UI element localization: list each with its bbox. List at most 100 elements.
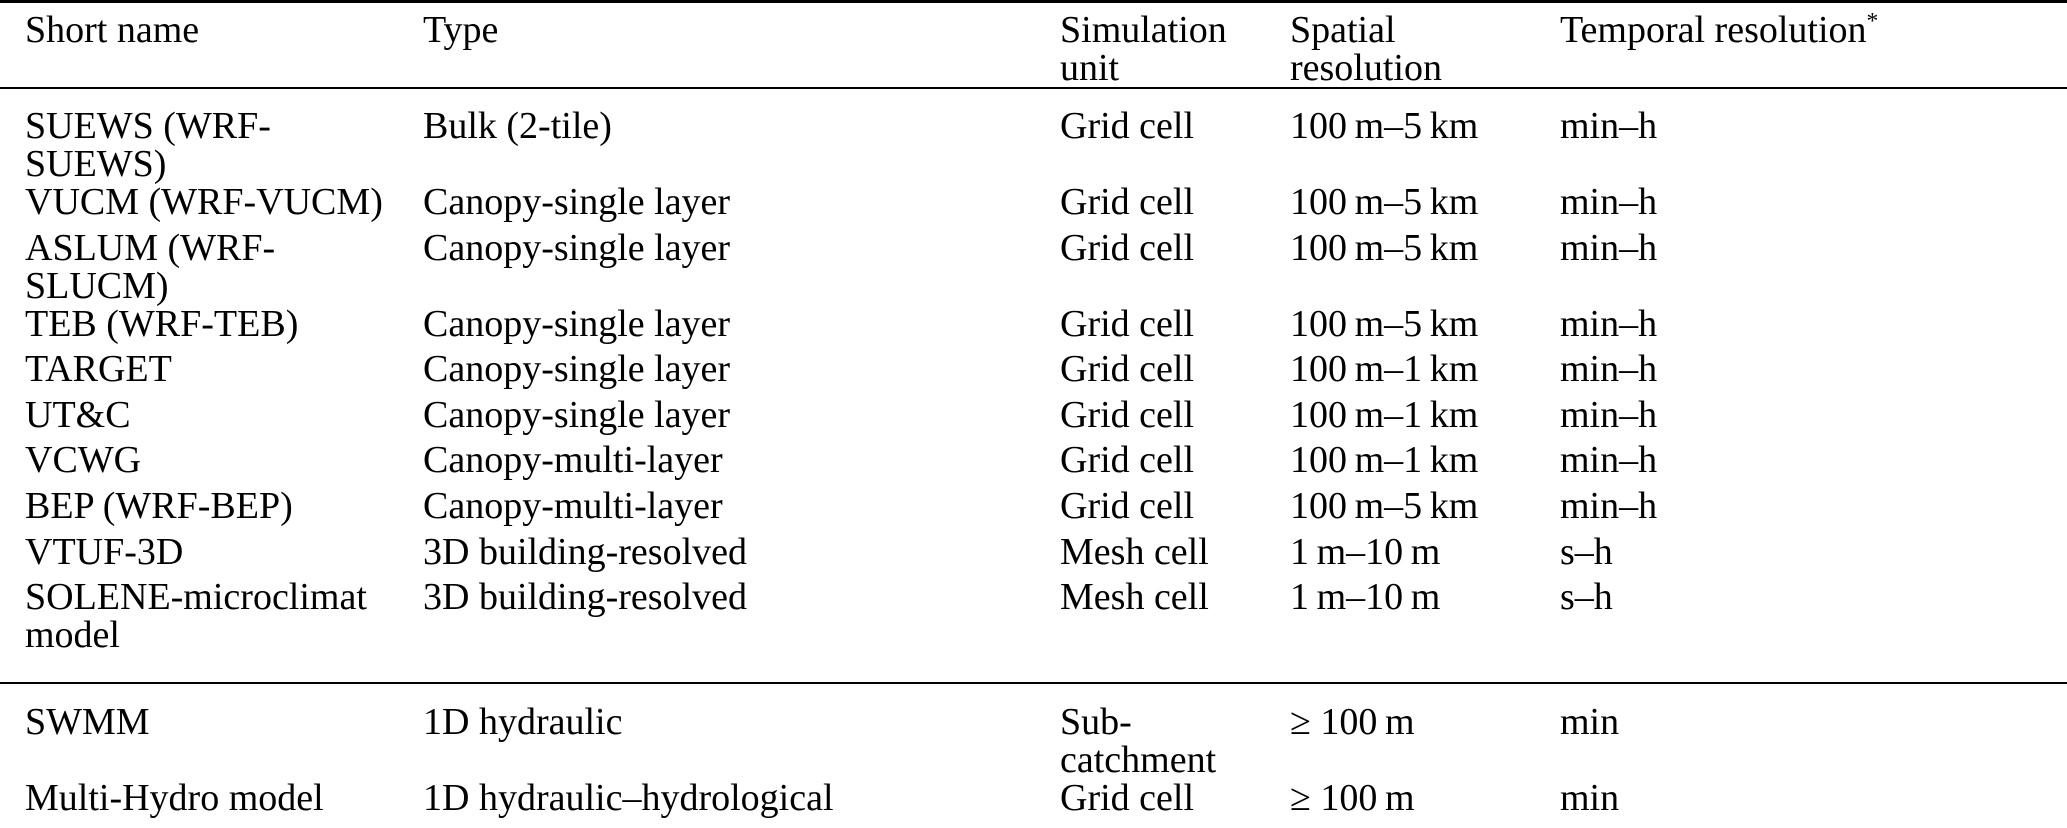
column-header-temporal-resolution-label: Temporal resolution [1560, 9, 1867, 51]
cell-simulation_unit: Grid cell [1035, 441, 1265, 487]
cell-type: Canopy-single layer [398, 305, 1035, 351]
cell-temporal_resolution-text: min–h [1560, 484, 1658, 527]
cell-short_name-text: BEP (WRF-BEP) [25, 484, 293, 527]
cell-type: Bulk (2-tile) [398, 107, 1035, 183]
cell-spatial_resolution: 100 m–5 km [1265, 229, 1535, 305]
cell-temporal_resolution: min–h [1535, 396, 2067, 442]
cell-spatial_resolution: 100 m–1 km [1265, 350, 1535, 396]
cell-temporal_resolution-text: min–h [1560, 348, 1658, 391]
cell-type-text: Canopy-multi-layer [423, 439, 723, 482]
cell-temporal_resolution-text: min–h [1560, 226, 1658, 269]
cell-temporal_resolution: min [1535, 779, 2067, 825]
cell-spatial_resolution: 100 m–5 km [1265, 487, 1535, 533]
cell-spatial_resolution-text: ≥ 100 m [1290, 701, 1415, 744]
cell-short_name-text: VUCM (WRF-VUCM) [25, 181, 383, 223]
cell-type-text: Canopy-single layer [423, 393, 731, 436]
cell-spatial_resolution-text: 100 m–1 km [1290, 439, 1479, 482]
cell-temporal_resolution: s–h [1535, 533, 2067, 579]
cell-type-text: Canopy-single layer [423, 226, 731, 269]
cell-type-text: Canopy-single layer [423, 181, 731, 223]
cell-temporal_resolution: min–h [1535, 107, 2067, 183]
cell-short_name-text: URBS [0, 825, 398, 828]
cell-spatial_resolution-text: 10 m–1 km [1265, 825, 1535, 828]
table-row: Multi-Hydro model 1D hydraulic–hydrologic… [0, 779, 2067, 825]
cell-spatial_resolution-text: 1 m–10 m [1290, 530, 1441, 573]
cell-short_name-text: VTUF-3D [25, 530, 184, 573]
cell-spatial_resolution-text: 100 m–5 km [1290, 302, 1479, 345]
cell-spatial_resolution-text: 100 m–5 km [1290, 484, 1479, 527]
table-row: SUEWS (WRF-SUEWS) Bulk (2-tile) Grid cell 1… [0, 107, 2067, 183]
column-header-type: Type [398, 9, 1035, 88]
cell-simulation_unit: Sub-catchment [1035, 703, 1265, 779]
cell-simulation_unit: Grid cell [1035, 487, 1265, 533]
cell-short_name: UT&C [0, 396, 398, 442]
cell-spatial_resolution: ≥ 100 m [1265, 779, 1535, 825]
cell-type: 1D hydraulic [398, 703, 1035, 779]
cell-temporal_resolution: min [1535, 825, 2067, 828]
cell-simulation_unit-text: Grid cell [1060, 777, 1195, 820]
cell-short_name: VCWG [0, 441, 398, 487]
cell-simulation_unit-text: Grid cell [1060, 393, 1195, 436]
cell-type: 1D hydraulic–hydrological [398, 825, 1035, 828]
cell-short_name: TARGET [0, 350, 398, 396]
cell-simulation_unit: Grid cell [1035, 183, 1265, 229]
cell-simulation_unit-text: Sub-catchment [1060, 701, 1217, 782]
cell-short_name: VTUF-3D [0, 533, 398, 579]
cell-type: Canopy-single layer [398, 183, 1035, 229]
cell-spatial_resolution: 1 m–10 m [1265, 578, 1535, 654]
cell-simulation_unit-text: Mesh cell [1060, 576, 1209, 619]
cell-type: Canopy-multi-layer [398, 487, 1035, 533]
cell-simulation_unit: Grid cell [1035, 107, 1265, 183]
cell-type-text: 1D hydraulic [423, 701, 623, 744]
cell-short_name-text: SUEWS (WRF-SUEWS) [25, 105, 271, 185]
cell-short_name: BEP (WRF-BEP) [0, 487, 398, 533]
cell-short_name: URBS [0, 825, 398, 828]
cell-simulation_unit-text: Grid cell [1060, 348, 1195, 391]
cell-spatial_resolution: 10 m–1 km [1265, 825, 1535, 828]
cell-temporal_resolution: min–h [1535, 350, 2067, 396]
cell-temporal_resolution-text: s–h [1560, 576, 1613, 619]
cell-spatial_resolution: 100 m–1 km [1265, 396, 1535, 442]
cell-spatial_resolution-text: 100 m–5 km [1290, 226, 1479, 269]
cell-type-text: 3D building-resolved [423, 530, 748, 573]
cell-spatial_resolution-text: 100 m–5 km [1290, 105, 1479, 147]
cell-type-text: 3D building-resolved [423, 576, 748, 619]
table-row: BEP (WRF-BEP) Canopy-multi-layer Grid cell… [0, 487, 2067, 533]
table-header: Short name Type Simulation unit Spatial … [0, 0, 2067, 94]
cell-spatial_resolution-text: 100 m–1 km [1290, 393, 1479, 436]
cell-type-text: Canopy-multi-layer [423, 484, 723, 527]
cell-type-text: Canopy-single layer [423, 302, 731, 345]
table-row: VCWG Canopy-multi-layer Grid cell 100 m–1 k… [0, 441, 2067, 487]
cell-simulation_unit-text: UHE [1035, 825, 1265, 828]
cell-short_name: Multi-Hydro model [0, 779, 398, 825]
section-top-spacer-urban-hydrology-models [0, 689, 2067, 703]
column-header-type-label: Type [423, 9, 499, 51]
cell-temporal_resolution-text: min–h [1560, 393, 1658, 436]
cell-short_name: VUCM (WRF-VUCM) [0, 183, 398, 229]
cell-spatial_resolution-text: 1 m–10 m [1290, 576, 1441, 619]
cell-simulation_unit-text: Grid cell [1060, 105, 1195, 147]
cell-short_name-text: Multi-Hydro model [25, 777, 324, 820]
cell-short_name-text: ASLUM (WRF-SLUCM) [25, 226, 276, 307]
cell-temporal_resolution-text: min–h [1560, 302, 1658, 345]
cell-spatial_resolution: 100 m–1 km [1265, 441, 1535, 487]
cell-temporal_resolution-text: min–h [1560, 105, 1658, 147]
column-header-spatial-resolution-label: Spatial resolution [1290, 9, 1442, 89]
cell-temporal_resolution: min–h [1535, 441, 2067, 487]
cell-simulation_unit-text: Grid cell [1060, 484, 1195, 527]
cell-simulation_unit: Grid cell [1035, 396, 1265, 442]
cell-short_name: ASLUM (WRF-SLUCM) [0, 229, 398, 305]
cell-spatial_resolution-text: 100 m–1 km [1290, 348, 1479, 391]
cell-simulation_unit-text: Grid cell [1060, 226, 1195, 269]
cell-simulation_unit: UHE [1035, 825, 1265, 828]
cell-spatial_resolution: 100 m–5 km [1265, 107, 1535, 183]
cell-short_name-text: TEB (WRF-TEB) [25, 302, 299, 345]
cell-type: Canopy-single layer [398, 229, 1035, 305]
cell-temporal_resolution-text: s–h [1560, 530, 1613, 573]
cell-simulation_unit: Grid cell [1035, 350, 1265, 396]
cell-simulation_unit: Grid cell [1035, 229, 1265, 305]
cell-type: Canopy-single layer [398, 396, 1035, 442]
